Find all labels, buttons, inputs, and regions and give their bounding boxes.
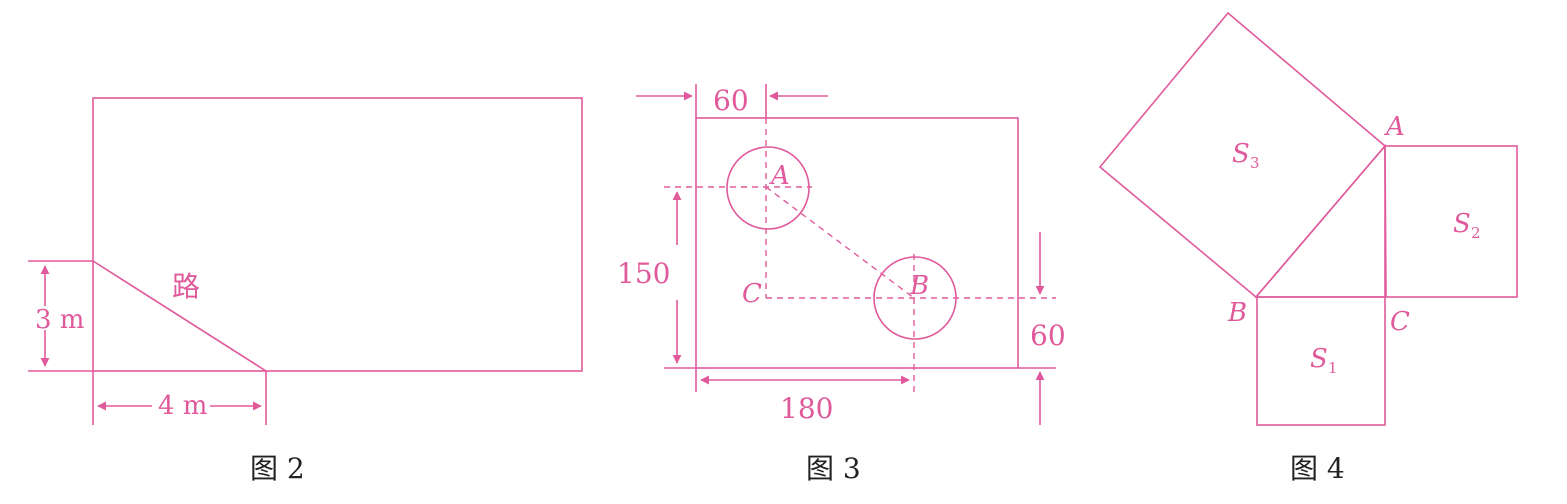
square-s3 xyxy=(1098,11,1387,299)
label-s2-letter: S xyxy=(1453,209,1471,239)
label-s3: S 3 xyxy=(1232,139,1260,172)
square-s2 xyxy=(1384,145,1518,298)
plate-rectangle xyxy=(695,117,1019,369)
label-s3-letter: S xyxy=(1232,139,1250,169)
label-a: A xyxy=(1384,112,1405,142)
label-b: B xyxy=(1227,298,1247,328)
label-b: B xyxy=(909,271,929,301)
label-s2-sub: 2 xyxy=(1471,224,1481,242)
caption-figure-3: 图 3 xyxy=(806,452,861,485)
dim-right-label: 60 xyxy=(1030,319,1066,352)
label-c: C xyxy=(1390,307,1410,337)
dim-left-label: 150 xyxy=(617,257,670,290)
circle-a xyxy=(726,146,810,230)
square-s1 xyxy=(1256,296,1386,426)
dim-bottom-label: 180 xyxy=(780,392,833,425)
field-rectangle xyxy=(92,97,583,372)
height-label: 3 m xyxy=(35,305,84,335)
figure-4: A B C S 3 S 2 S 1 图 4 xyxy=(1098,11,1518,485)
label-s1-letter: S xyxy=(1310,344,1328,374)
figure-3: 60 150 180 60 A B C 图 3 xyxy=(617,84,1066,485)
figure-2: 3 m 4 m 路 图 2 xyxy=(28,97,583,485)
label-s1: S 1 xyxy=(1310,344,1338,377)
width-label: 4 m xyxy=(158,391,207,421)
road-diagonal xyxy=(92,260,267,372)
label-c: C xyxy=(742,279,762,309)
label-s3-sub: 3 xyxy=(1250,154,1260,172)
label-a: A xyxy=(769,161,790,191)
caption-figure-2: 图 2 xyxy=(250,452,305,485)
caption-figure-4: 图 4 xyxy=(1290,452,1345,485)
label-s1-sub: 1 xyxy=(1328,359,1338,377)
dashed-line-ab xyxy=(765,186,915,299)
dim-top-label: 60 xyxy=(713,84,749,117)
label-s2: S 2 xyxy=(1453,209,1481,242)
road-label: 路 xyxy=(172,270,200,303)
